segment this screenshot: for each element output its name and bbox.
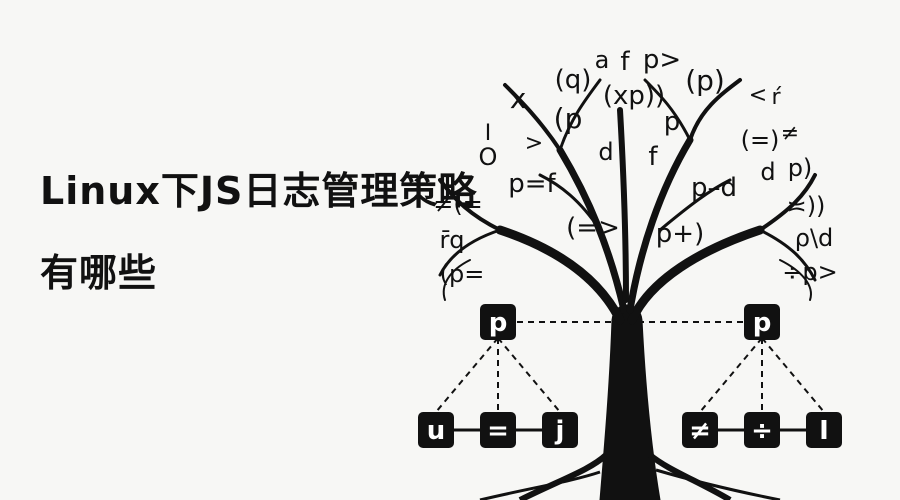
canopy-symbol: > <box>525 131 543 156</box>
canopy-symbol: r̄q <box>439 226 464 254</box>
canopy-symbol: ŕ <box>771 85 781 110</box>
node-right-child-2-label: I <box>819 416 829 446</box>
canopy-symbol: p–d <box>691 173 737 203</box>
canopy-symbol: a <box>595 46 610 74</box>
canopy-symbol: (=) <box>741 126 780 154</box>
canopy-symbol: (q) <box>555 65 592 95</box>
canopy-symbol: (p <box>554 102 583 135</box>
node-right-child-1-label: ÷ <box>751 416 773 446</box>
node-right-child-0-label: ≠ <box>689 416 711 446</box>
canopy-symbol: d <box>598 138 613 166</box>
canopy-symbol: (p= <box>440 260 485 288</box>
canopy-symbol: p+) <box>656 219 704 249</box>
node-right-parent: p <box>744 304 780 340</box>
canopy-symbol: p <box>664 107 681 137</box>
node-left-child-1-label: = <box>487 416 509 446</box>
canopy-symbol: p=f <box>508 169 556 199</box>
canopy-symbol: f <box>648 142 658 172</box>
canopy-symbol: ≠(= <box>433 190 483 218</box>
canopy-symbol: f <box>620 47 630 77</box>
canopy-symbol: d <box>760 158 775 186</box>
canopy-symbol: I <box>485 121 492 146</box>
node-right-child-1: ÷ <box>744 412 780 448</box>
node-right-child-2: I <box>806 412 842 448</box>
canopy-symbol: ρ\d <box>795 224 834 252</box>
canopy-symbol: ≍)) <box>787 192 826 220</box>
canopy-symbol: (=> <box>566 213 620 243</box>
page-title-line-1: Linux下JS日志管理策略 <box>40 169 478 213</box>
node-left-child-2-label: j <box>555 416 565 446</box>
hierarchy-lines <box>435 321 825 413</box>
canopy-symbol: p) <box>788 154 813 182</box>
canopy-symbol: (p) <box>685 64 725 97</box>
tree-branches <box>438 78 817 325</box>
canopy-symbol: p> <box>643 45 681 75</box>
node-left-parent: p <box>480 304 516 340</box>
tree-trunk <box>479 304 781 500</box>
node-left-child-1: = <box>480 412 516 448</box>
canopy-symbol: ÷p> <box>782 258 837 286</box>
canopy-symbol: x <box>510 82 527 115</box>
tree-nodes: p p u = j ≠ ÷ I <box>418 304 842 448</box>
canopy-symbol: (xp)) <box>603 81 665 111</box>
page-title-line-2: 有哪些 <box>40 251 158 295</box>
canopy-symbol: < <box>749 83 767 108</box>
node-right-parent-label: p <box>753 308 772 338</box>
node-right-child-0: ≠ <box>682 412 718 448</box>
canopy-symbol: O <box>479 143 498 171</box>
node-left-child-0-label: u <box>427 416 446 446</box>
node-left-parent-label: p <box>489 308 508 338</box>
node-left-child-2: j <box>542 412 578 448</box>
node-left-child-0: u <box>418 412 454 448</box>
canopy-symbol: ≠ <box>781 121 799 146</box>
